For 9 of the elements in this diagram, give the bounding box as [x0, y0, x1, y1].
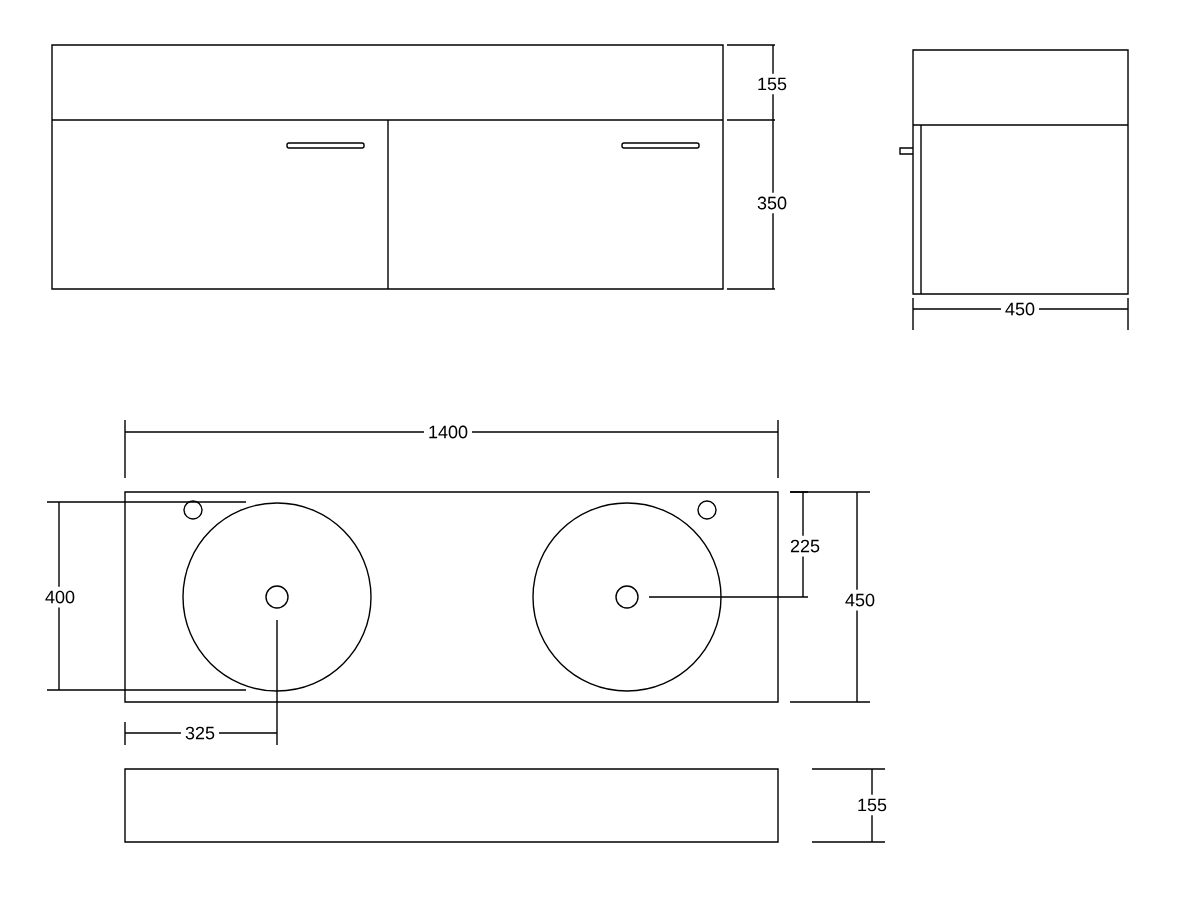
- dimension-label: 155: [853, 794, 891, 816]
- dimension-label: 155: [753, 73, 791, 95]
- dimension-label: 1400: [424, 421, 473, 443]
- dimension-label: 325: [181, 722, 219, 744]
- dimension-label: 225: [786, 535, 824, 557]
- dimension-label: 450: [1001, 298, 1040, 320]
- dimension-label: 450: [841, 589, 879, 611]
- dimension-label: 350: [753, 192, 791, 214]
- dimension-label: 400: [41, 586, 79, 608]
